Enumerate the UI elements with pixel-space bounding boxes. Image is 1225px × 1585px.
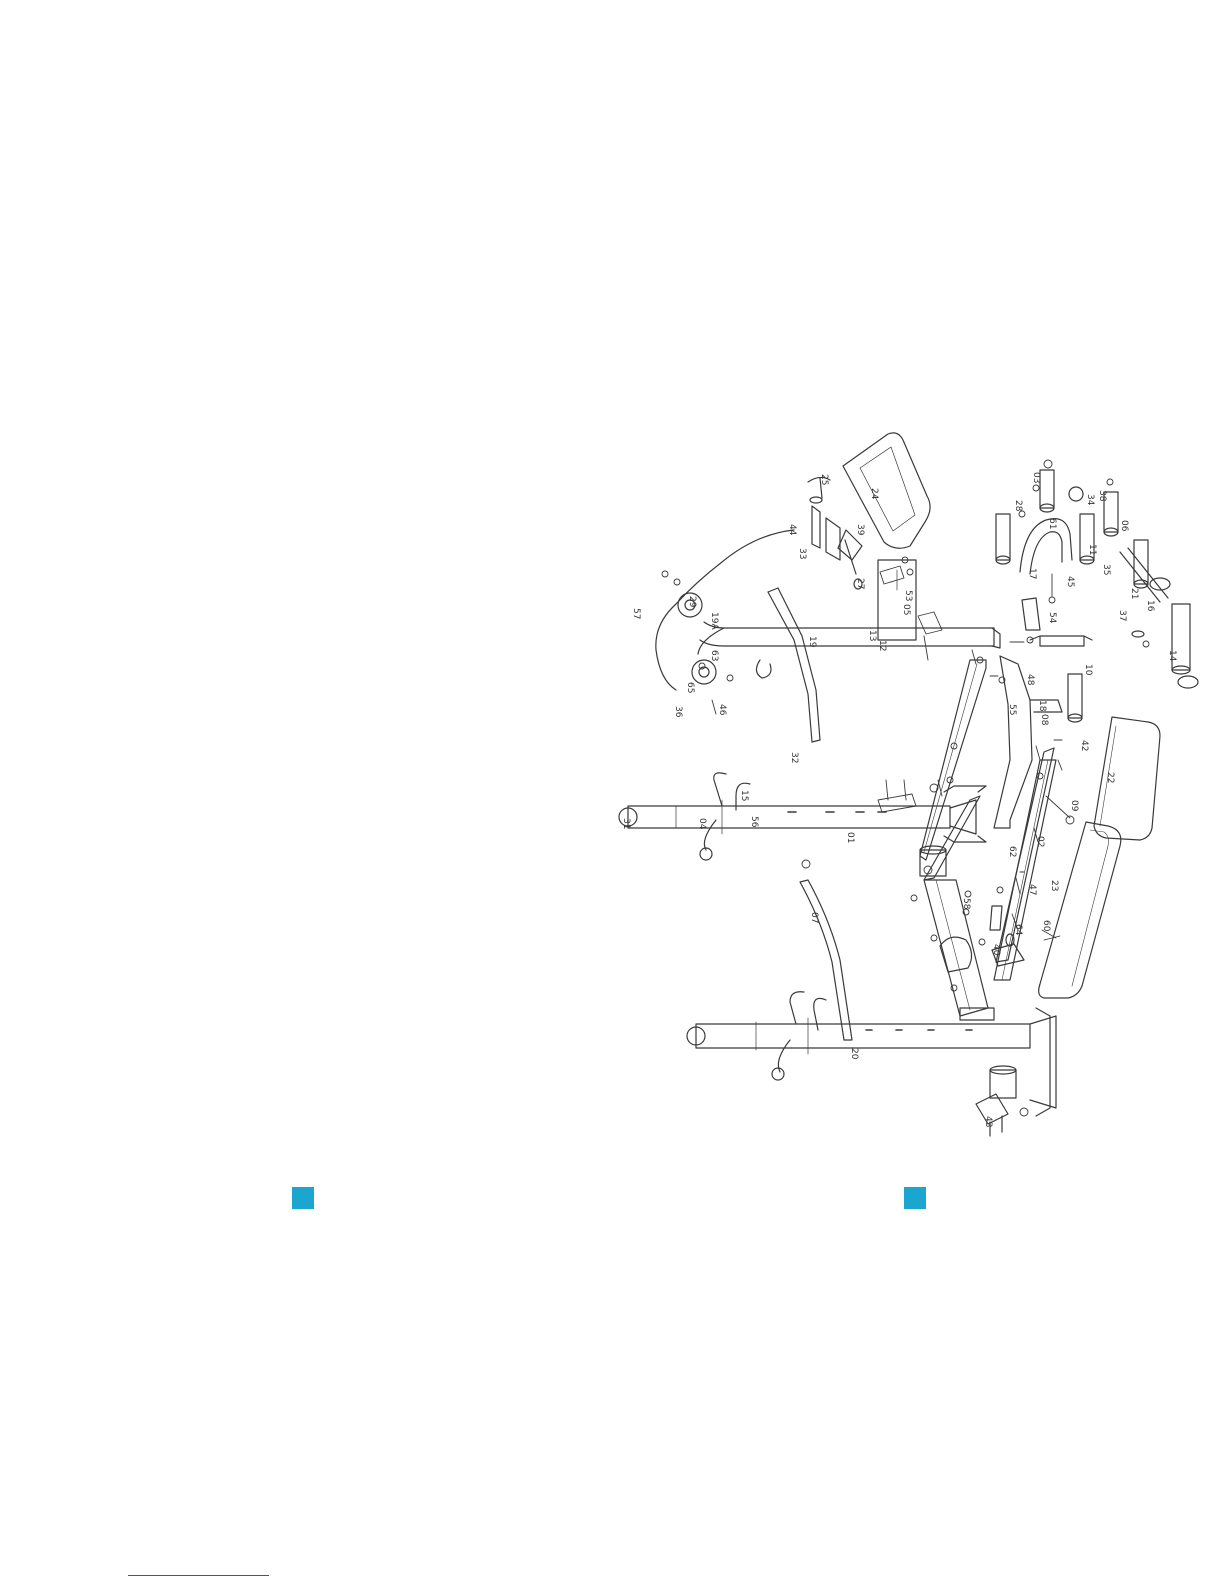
part-number-label: 31: [621, 818, 631, 829]
page-marker-right: [904, 1187, 926, 1209]
part-number-label: 27: [855, 578, 865, 589]
part-number-label: 38: [1097, 490, 1107, 502]
part-number-label: 34: [1085, 494, 1095, 506]
part-number-label: 61: [1047, 518, 1057, 529]
main-post: [698, 622, 1000, 654]
part-number-label: 19A: [709, 612, 719, 630]
part-number-label: 32: [789, 752, 799, 763]
pivot-assembly: [808, 477, 862, 589]
part-number-label: 55: [1007, 704, 1017, 715]
part-number-label: 39: [855, 524, 865, 536]
part-number-label: 56: [749, 816, 759, 828]
part-number-label: 01: [845, 832, 855, 843]
part-number-label: 18: [1037, 700, 1047, 712]
part-number-label: 29: [687, 596, 697, 608]
part-number-label: 06: [1119, 520, 1129, 532]
part-number-label: 46: [717, 704, 727, 716]
part-number-label: 03: [1031, 472, 1041, 483]
part-number-label: 11: [1087, 544, 1097, 555]
part-number-label: 62: [1007, 846, 1017, 857]
part-number-label: 20: [849, 1048, 859, 1060]
part-number-label: 22: [1105, 772, 1115, 783]
part-number-label: 12: [877, 640, 887, 651]
cross-bar: [1030, 636, 1092, 646]
part-number-label: 10: [1083, 664, 1093, 676]
part-number-label: 48: [1025, 674, 1035, 686]
cable: [656, 530, 794, 690]
part-number-label: 42: [1079, 740, 1089, 751]
part-number-label: 65: [685, 682, 695, 693]
footnote-rule: [128, 1575, 269, 1576]
part-number-label: 05: [901, 604, 911, 615]
part-number-label: 04: [697, 818, 707, 830]
curved-tube: [800, 880, 852, 1040]
front-upright: [687, 992, 1056, 1116]
part-number-label: 64: [1013, 924, 1023, 936]
part-number-label: 19: [807, 636, 817, 648]
part-number-label: 08: [1039, 714, 1049, 726]
part-number-label: 07: [809, 912, 819, 923]
seat-cushion-small: [1094, 717, 1160, 840]
part-number-label: 35: [1101, 564, 1111, 575]
seat-cushion-long: [1039, 822, 1121, 998]
part-number-label: 09: [1069, 800, 1079, 812]
part-number-label: 25: [819, 474, 829, 485]
part-number-label: 36: [673, 706, 683, 718]
part-number-label: 33: [797, 548, 807, 559]
part-number-label: 47: [1027, 884, 1037, 895]
base-bracket: [976, 1094, 1008, 1136]
part-number-label: 60: [1041, 920, 1051, 932]
part-number-label: 57: [631, 608, 641, 619]
fasteners: [662, 460, 1149, 1116]
part-number-label: 28: [1013, 500, 1023, 512]
part-number-label: 23: [1049, 880, 1059, 891]
part-number-label: 14: [1167, 650, 1177, 662]
part-number-label: 53: [903, 590, 913, 601]
part-number-label: 24: [869, 488, 879, 500]
page-marker-left: [292, 1187, 314, 1209]
part-number-label: 54: [1047, 612, 1057, 624]
part-number-label: 13: [867, 630, 877, 641]
part-number-label: 02: [1035, 836, 1045, 847]
part-number-label: 63: [709, 650, 719, 661]
lat-bar: [756, 588, 820, 742]
part-number-label: 45: [1065, 576, 1075, 587]
part-number-label: 21: [1129, 588, 1139, 599]
part-number-label: 15: [739, 790, 749, 801]
part-number-label: 40: [991, 944, 1001, 956]
preacher-frame: [924, 880, 994, 1020]
part-number-label: 43: [983, 1116, 993, 1127]
part-number-label: 37: [1117, 610, 1127, 621]
part-number-label: 44: [787, 524, 797, 536]
part-number-label: 58: [961, 898, 971, 910]
part-number-label: 16: [1145, 600, 1155, 612]
part-number-label: 17: [1027, 568, 1037, 579]
